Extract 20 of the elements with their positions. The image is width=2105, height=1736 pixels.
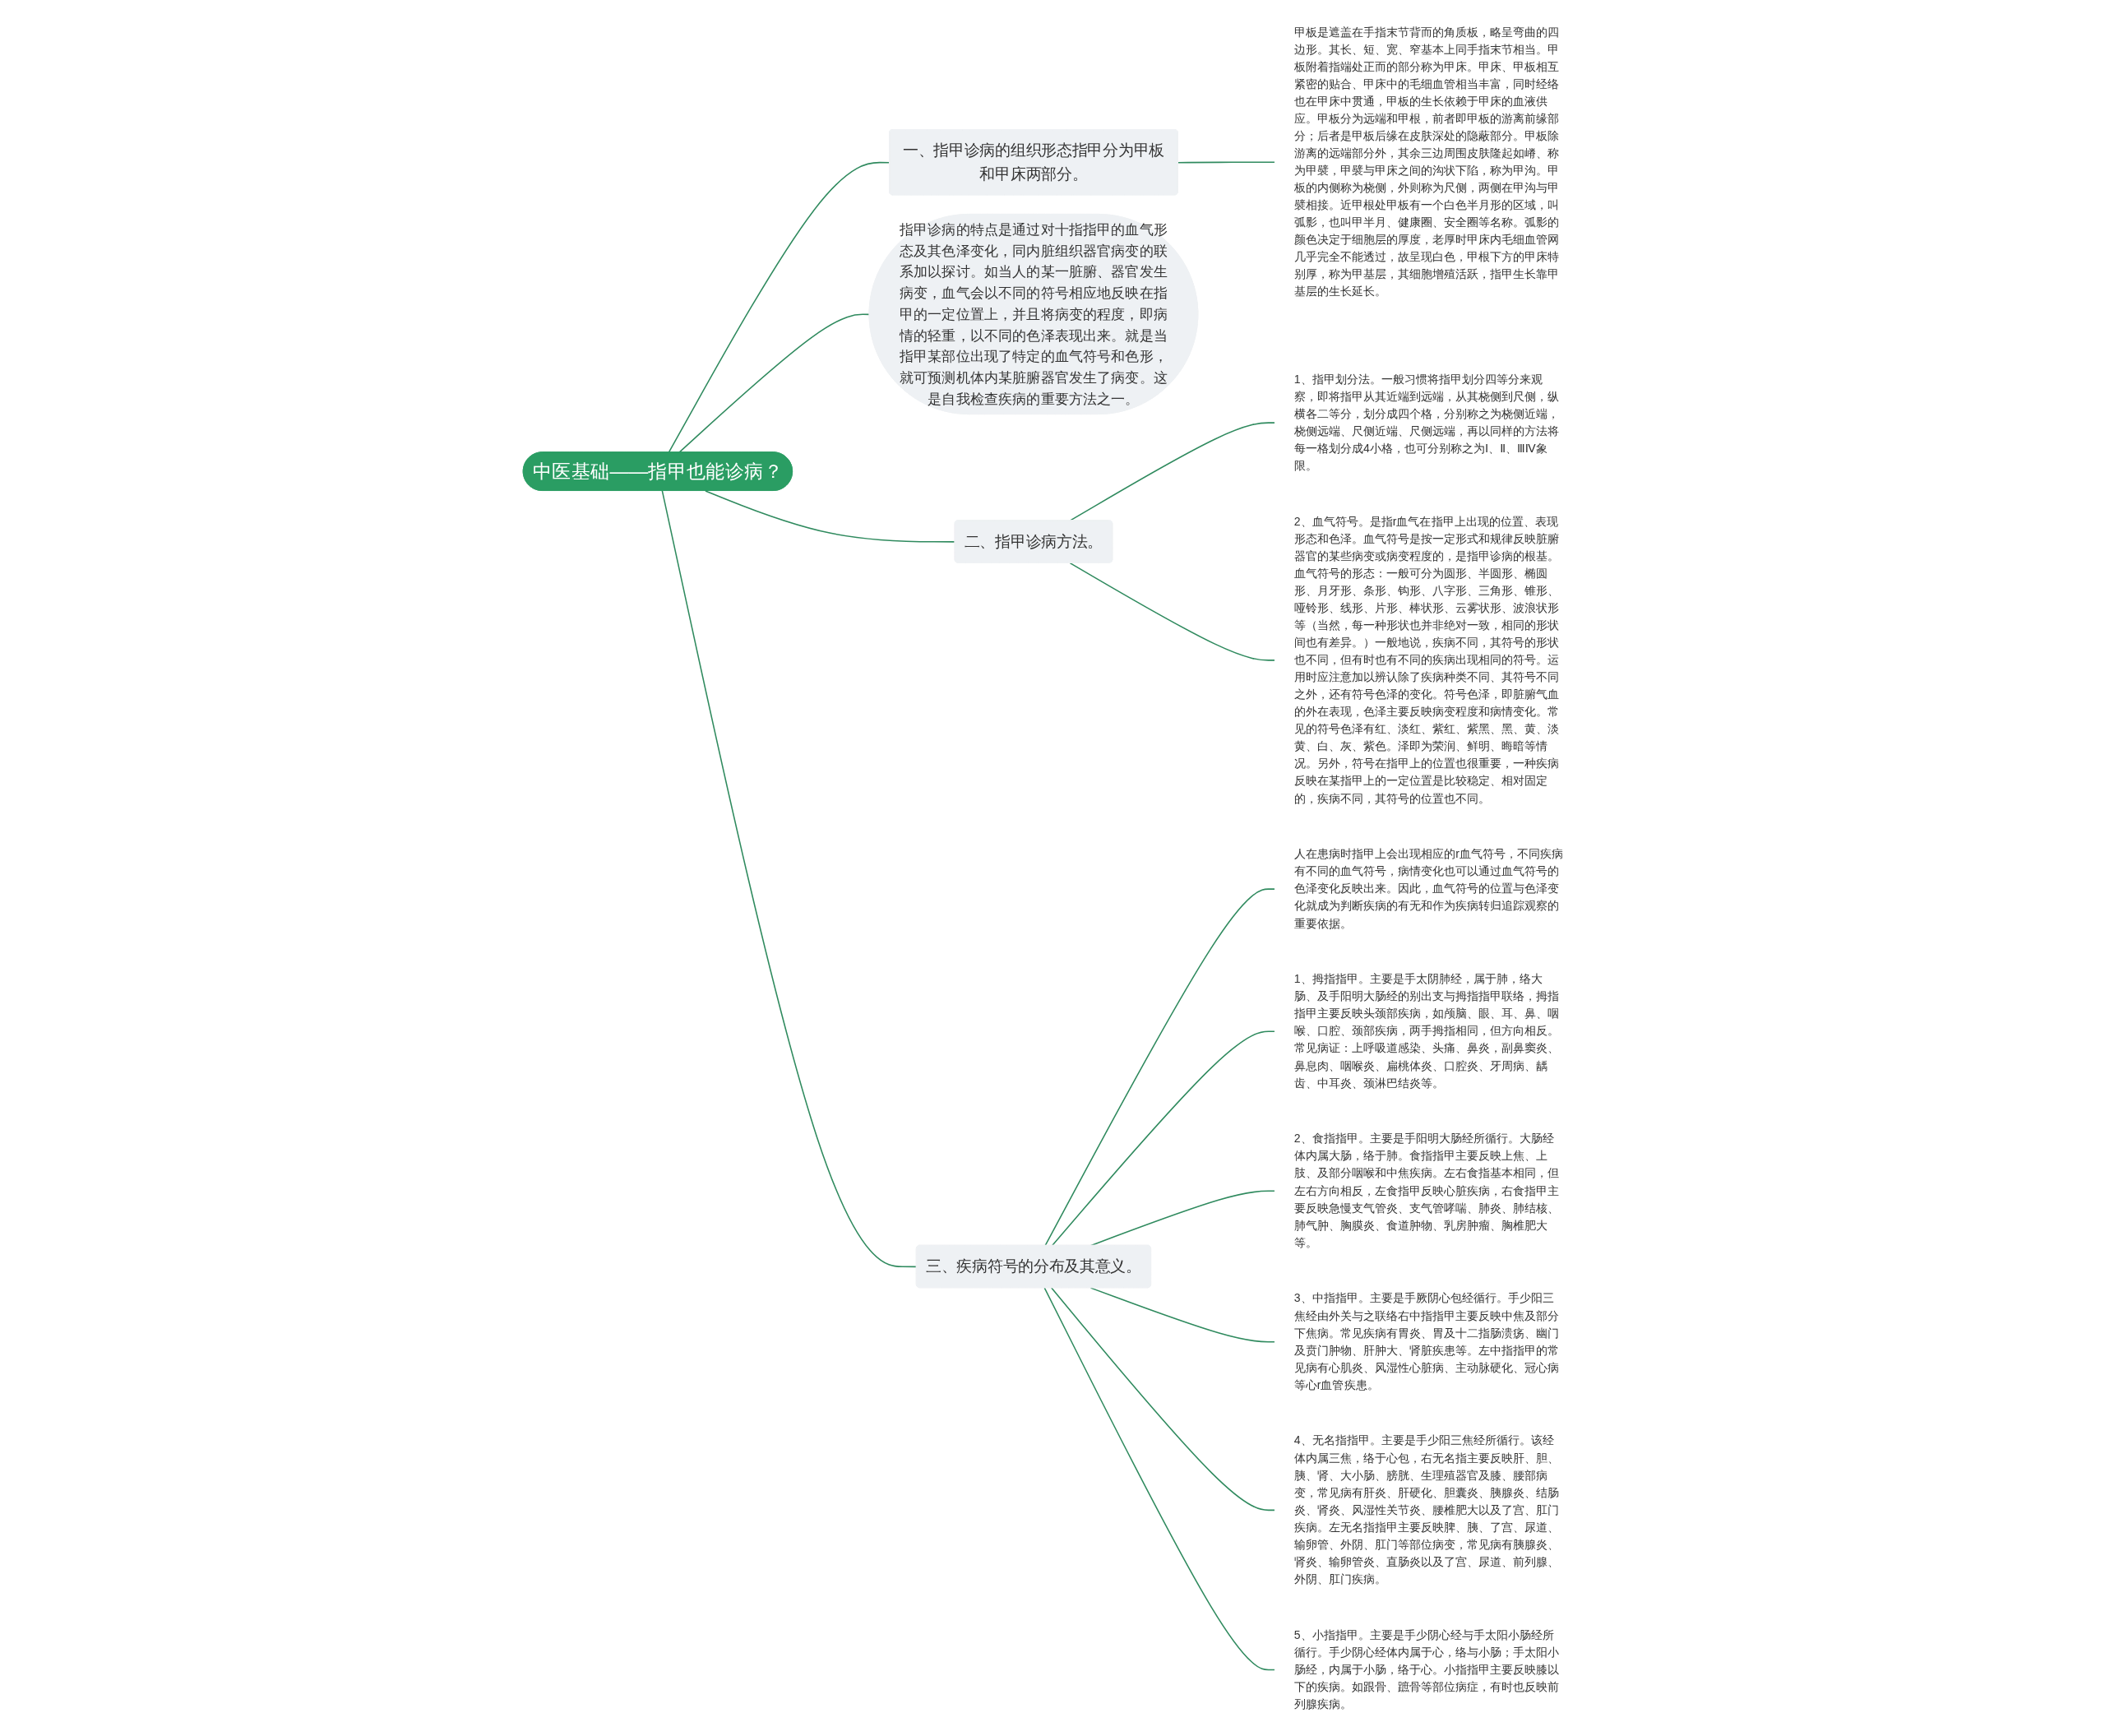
- node-text: 人在患病时指甲上会出现相应的r血气符号，不同疾病有不同的血气符号，病情变化也可以通过血气符号的色泽变化反映出来。因此，血气符号的位置与色泽变化就成为判断疾病的有无和作为疾病转归追踪观察的重要依据。: [1293, 847, 1563, 930]
- connector: [1069, 562, 1275, 661]
- connector: [1069, 421, 1275, 521]
- node-text: 1、指甲划分法。一般习惯将指甲划分四等分来观察，即将指甲从其近端到远端，从其桡侧到尺侧，纵横各二等分，划分成四个格，分别称之为桡侧近端，桡侧远端、尺侧近端、尺侧远端，再以同样的方法将每一格划分成4小格，也可分别称之为Ⅰ、Ⅱ、ⅢⅣ象限。: [1293, 372, 1560, 472]
- connector: [1090, 1286, 1275, 1343]
- connector: [1177, 161, 1275, 163]
- connector: [704, 489, 955, 543]
- connector: [1051, 1030, 1275, 1246]
- node-text: 2、食指指甲。主要是手阳明大肠经所循行。大肠经体内属大肠，络于肺。食指指甲主要反映上焦、上肢、及部分咽喉和中焦疾病。左右食指基本相同，但左右方向相反，左食指甲反映心脏疾病，右食指甲主要反映急慢支气管炎、支气管哮喘、肺炎、肺结核、肺气肿、胸膜炎、食道肿物、乳房肿瘤、胸椎肥大等。: [1293, 1132, 1560, 1249]
- node-text: 3、中指指甲。主要是手厥阴心包经循行。手少阳三焦经由外关与之联络右中指指甲主要反映中焦及部分下焦病。常见疾病有胃炎、胃及十二指肠溃疡、幽门及贲门肿物、肝肿大、肾脏疾患等。左中指指甲的常见病有心肌炎、风湿性心脏病、主动脉硬化、冠心病等心r血管疾患。: [1293, 1291, 1560, 1391]
- node-text: 甲板是遮盖在手指末节背而的角质板，略呈弯曲的四边形。其长、短、宽、窄基本上同手指末节相当。甲板附着指端处正而的部分称为甲床。甲床、甲板相互紧密的贴合、甲床中的毛细血管相当丰富，同时经络也在甲床中贯通，甲板的生长依赖于甲床的血液供应。甲板分为远端和甲根，前者即甲板的游离前缘部分；后者是甲板后缘在皮肤深处的隐蔽部分。甲板除游离的远端部分外，其余三边周围皮肤隆起如嵴、称为甲襞，甲襞与甲床之间的沟状下陷，称为甲沟。甲板的内侧称为桡侧，外则称为尺侧，两侧在甲沟与甲襞相接。近甲根处甲板有一个白色半月形的区域，叫弧影，也叫甲半月、健康圈、安全圈等名称。弧影的颜色决定于细胞层的厚度，老厚时甲床内毛细血管网几乎完全不能透过，故呈现白色，甲根下方的甲床特别厚，称为甲基层，其细胞增殖活跃，指甲生长靠甲基层的生长延长。: [1293, 25, 1560, 299]
- connector: [678, 313, 870, 453]
- node-text: 5、小指指甲。主要是手少阴心经与手太阳小肠经所循行。手少阴心经体内属于心，络与小肠；手太阳小肠经，内属于小肠，络于心。小指指甲主要反映膝以下的疾病。如跟骨、蹠骨等部位病症，有时也反映前列腺疾病。: [1293, 1627, 1560, 1711]
- connector: [1050, 1286, 1275, 1511]
- connector: [1044, 887, 1275, 1246]
- node-text: 4、无名指指甲。主要是手少阳三焦经所循行。该经体内属三焦，络于心包，右无名指主要反映肝、胆、胰、肾、大小肠、膀胱、生理殖器官及膝、腰部病变，常见病有肝炎、肝硬化、胆囊炎、胰腺炎、结肠炎、肾炎、风湿性关节炎、腰椎肥大以及了宫、肛门疾病。左无名指指甲主要反映脾、胰、了宫、尿道、输卵管、外阴、肛门等部位病变，常见病有胰腺炎、肾炎、输卵管炎、直肠炎以及了宫、尿道、前列腺、外阴、肛门疾病。: [1293, 1433, 1560, 1586]
- connector: [1043, 1286, 1275, 1670]
- node-text: 2、血气符号。是指r血气在指甲上出现的位置、表现形态和色泽。血气符号是按一定形式和规律反映脏腑器官的某些病变或病变程度的，是指甲诊病的根基。血气符号的形态：一般可分为圆形、半圆形、椭圆形、月牙形、条形、钩形、八字形、三角形、锥形、哑铃形、线形、片形、棒状形、云雾状形、波浪状形等（当然，每一种形状也并非绝对一致，相同的形状间也有差异。）一般地说，疾病不同，其符号的形状也不同，但有时也有不同的疾病出现相同的符号。运用时应注意加以辨认除了疾病种类不同、其符号不同之外，还有符号色泽的变化。符号色泽，即脏腑气血的外在表现，色泽主要反映病变程度和病情变化。常见的符号色泽有红、淡红、紫红、紫黑、黑、黄、淡黄、白、灰、紫色。泽即为荣润、鲜明、晦暗等情况。另外，符号在指甲上的位置也很重要，一种疾病反映在某指甲上的一定位置是比较稳定、相对固定的，疾病不同，其符号的位置也不同。: [1293, 514, 1560, 805]
- connector: [668, 161, 891, 453]
- node-text: 1、拇指指甲。主要是手太阴肺经，属于肺，络大肠、及手阳明大肠经的别出支与拇指指甲联络，拇指指甲主要反映头颈部疾病，如颅脑、眼、耳、鼻、咽喉、口腔、颈部疾病，两手拇指相同，但方向相反。常见病证：上呼吸道感染、头痛、鼻炎，副鼻窦炎、鼻息肉、咽喉炎、扁桃体炎、口腔炎、牙周病、龋齿、中耳炎、颈淋巴结炎等。: [1293, 972, 1560, 1090]
